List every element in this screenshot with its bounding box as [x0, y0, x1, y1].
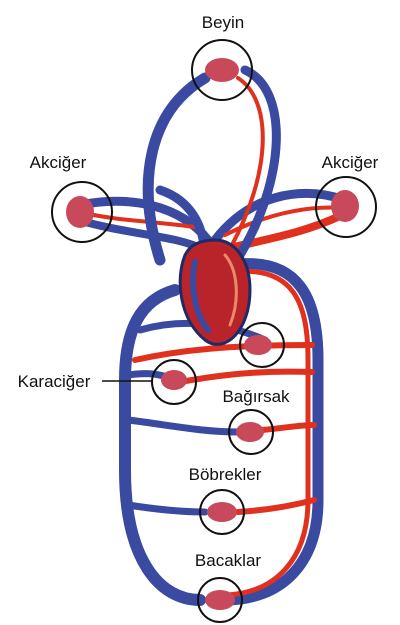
label-lung-right: Akciğer: [322, 153, 379, 172]
label-legs: Bacaklar: [195, 551, 261, 570]
capillary-beds: [66, 58, 359, 610]
label-intestine: Bağırsak: [222, 387, 290, 406]
kidneys-ring: [199, 489, 245, 535]
label-kidneys: Böbrekler: [189, 465, 262, 484]
label-liver: Karaciğer: [18, 372, 91, 391]
label-lung-left: Akciğer: [30, 153, 87, 172]
heart: [178, 238, 252, 346]
legs-ring: [197, 577, 243, 623]
lung-right-ring: [315, 176, 377, 238]
callout-rings: [51, 39, 377, 623]
intestine-ring: [228, 409, 274, 455]
label-brain: Beyin: [202, 13, 245, 32]
lung-left-ring: [51, 181, 113, 243]
intestine-upper-ring: [239, 322, 285, 368]
liver-ring: [151, 359, 197, 405]
brain-ring: [191, 39, 253, 101]
